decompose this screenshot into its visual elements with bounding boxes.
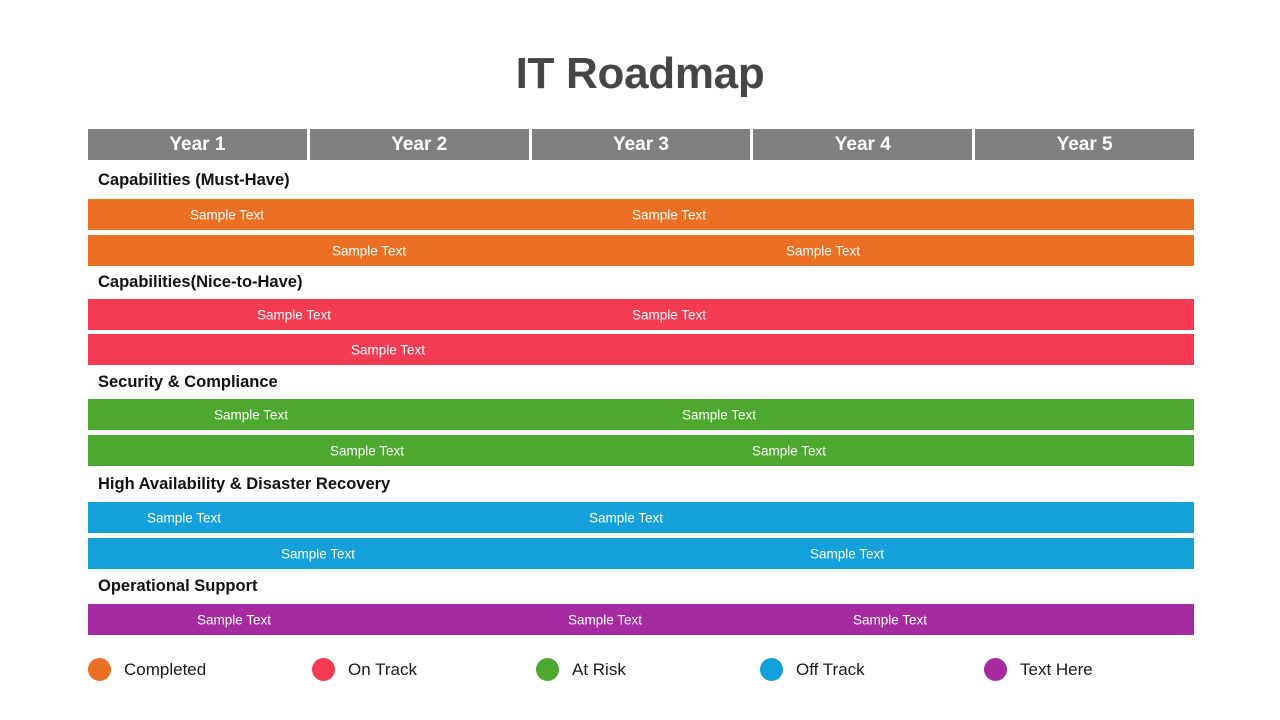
roadmap-bar[interactable]: Sample Text Sample Text xyxy=(88,399,1194,430)
section-heading-high-availability-disaster-recovery: High Availability & Disaster Recovery xyxy=(98,475,391,493)
bar-label: Sample Text xyxy=(196,611,272,627)
roadmap-bar[interactable]: Sample Text xyxy=(88,334,1194,365)
roadmap-bar[interactable]: Sample Text Sample Text xyxy=(88,502,1194,533)
section-heading-capabilities-must-have: Capabilities (Must-Have) xyxy=(98,171,290,189)
section-heading-security-compliance: Security & Compliance xyxy=(98,373,278,391)
timeline-column-header-2: Year 2 xyxy=(309,129,529,160)
legend-item-at-risk[interactable]: At Risk xyxy=(536,652,626,686)
timeline-column-header-3: Year 3 xyxy=(531,129,751,160)
bar-label: Sample Text xyxy=(189,206,265,222)
bar-label: Sample Text xyxy=(631,306,707,322)
bar-label: Sample Text xyxy=(331,242,407,258)
roadmap-bar[interactable]: Sample Text Sample Text xyxy=(88,235,1194,266)
bar-label: Sample Text xyxy=(213,406,289,422)
legend-color-dot xyxy=(760,657,783,681)
legend-item-label: Text Here xyxy=(1020,659,1093,679)
legend-color-dot xyxy=(536,657,559,681)
timeline-column-header-5: Year 5 xyxy=(975,129,1194,160)
bar-label: Sample Text xyxy=(350,341,426,357)
roadmap-bar[interactable]: Sample Text Sample Text xyxy=(88,538,1194,569)
legend-item-label: At Risk xyxy=(572,659,626,679)
section-heading-capabilities-nice-to-have: Capabilities(Nice-to-Have) xyxy=(98,273,303,291)
bar-label: Sample Text xyxy=(681,406,757,422)
roadmap-bar[interactable]: Sample Text Sample Text xyxy=(88,435,1194,466)
roadmap-bar[interactable]: Sample Text Sample Text Sample Text xyxy=(88,604,1194,635)
bar-label: Sample Text xyxy=(588,509,664,525)
timeline-header-row: Year 1 Year 2 Year 3 Year 4 Year 5 xyxy=(88,129,1194,160)
legend-item-completed[interactable]: Completed xyxy=(88,652,206,686)
bar-label: Sample Text xyxy=(280,545,356,561)
bar-label: Sample Text xyxy=(785,242,861,258)
roadmap-bar[interactable]: Sample Text Sample Text xyxy=(88,199,1194,230)
timeline-column-header-4: Year 4 xyxy=(753,129,973,160)
bar-label: Sample Text xyxy=(751,442,827,458)
bar-label: Sample Text xyxy=(329,442,405,458)
page-title: IT Roadmap xyxy=(515,49,765,98)
legend-color-dot xyxy=(312,657,335,681)
bar-label: Sample Text xyxy=(146,509,222,525)
bar-label: Sample Text xyxy=(809,545,885,561)
legend-item-label: Off Track xyxy=(796,659,865,679)
bar-label: Sample Text xyxy=(256,306,332,322)
legend-color-dot xyxy=(984,657,1007,681)
legend-item-text-here[interactable]: Text Here xyxy=(984,652,1093,686)
section-heading-operational-support: Operational Support xyxy=(98,577,258,595)
legend-item-on-track[interactable]: On Track xyxy=(312,652,417,686)
timeline-column-header-1: Year 1 xyxy=(88,129,307,160)
bar-label: Sample Text xyxy=(631,206,707,222)
roadmap-bar[interactable]: Sample Text Sample Text xyxy=(88,299,1194,330)
legend-item-off-track[interactable]: Off Track xyxy=(760,652,865,686)
bar-label: Sample Text xyxy=(567,611,643,627)
legend-item-label: On Track xyxy=(348,659,417,679)
legend-item-label: Completed xyxy=(124,659,207,679)
legend-color-dot xyxy=(88,657,111,681)
legend: Completed On Track At Risk Off Track Tex… xyxy=(88,652,1194,686)
bar-label: Sample Text xyxy=(852,611,928,627)
